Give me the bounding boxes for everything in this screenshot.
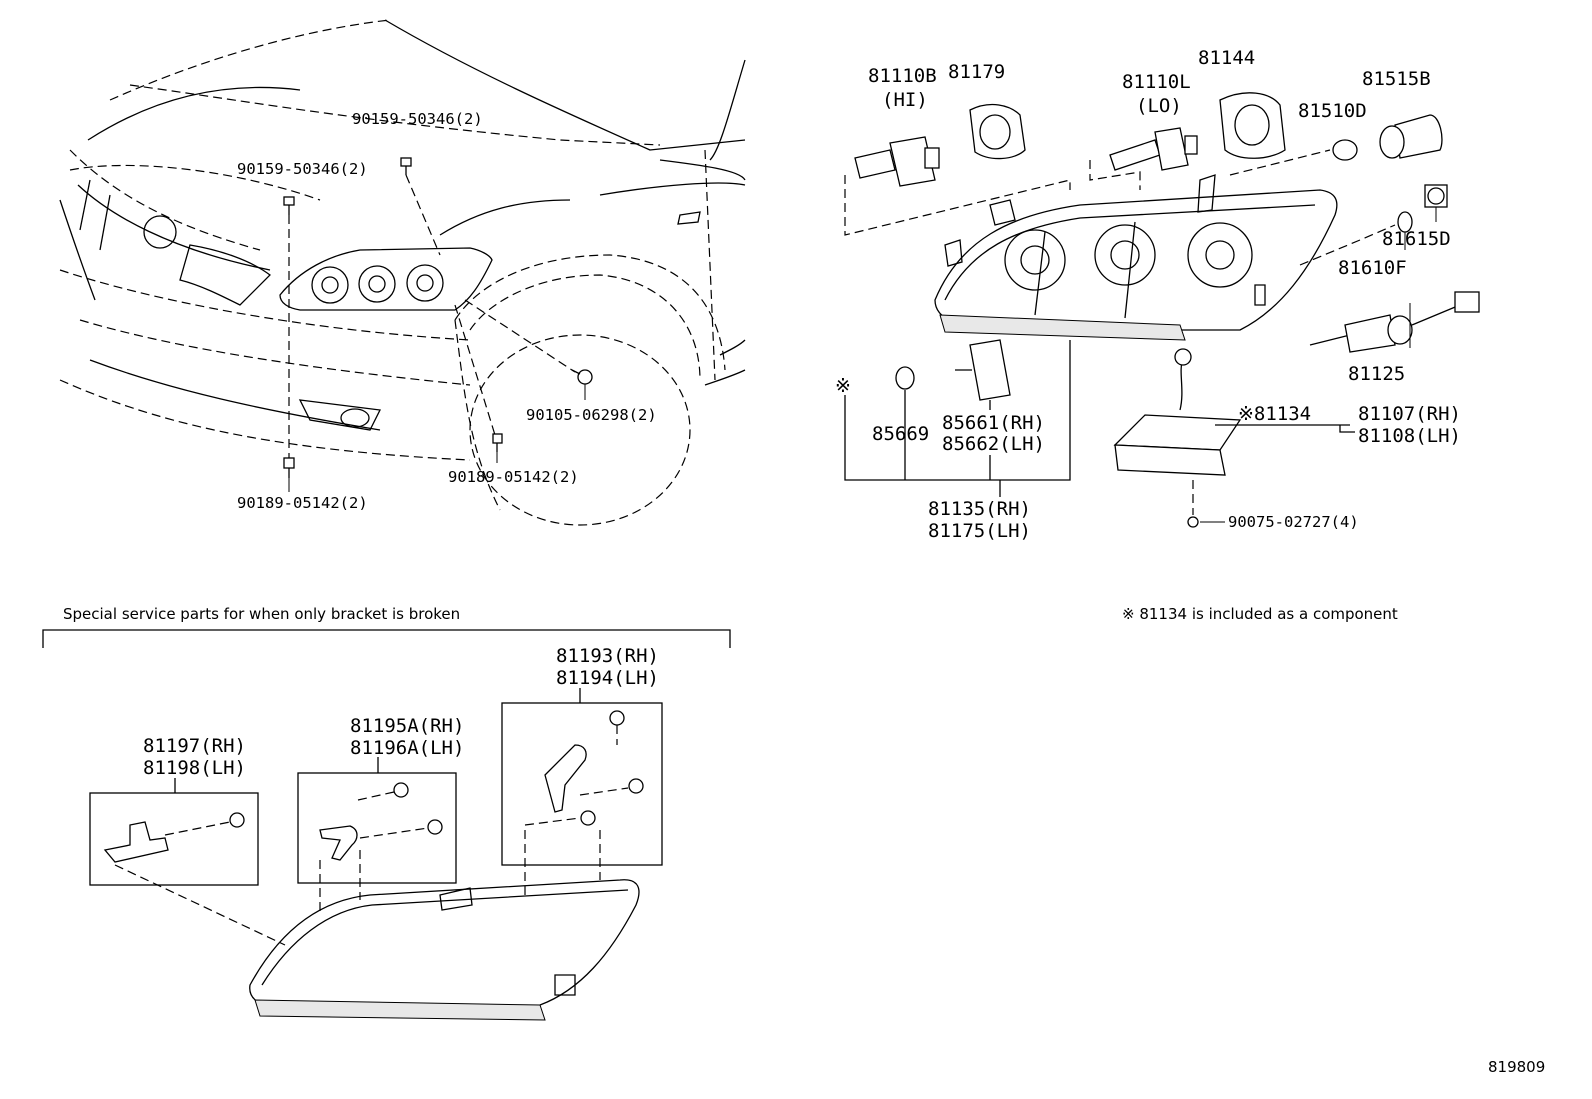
label-ballast-star: ※81134 bbox=[1238, 403, 1311, 425]
label-cap-lo: 81144 bbox=[1198, 47, 1255, 69]
label-leveling-motor-rh: 85661(RH) bbox=[942, 412, 1045, 434]
label-bracket1-rh: 81197(RH) bbox=[143, 735, 246, 757]
ballast-icon bbox=[1113, 348, 1242, 528]
cap-lo-icon bbox=[1219, 92, 1286, 159]
label-socket-wire: 81125 bbox=[1348, 363, 1405, 385]
label-bulb-side: 81610F bbox=[1338, 257, 1407, 279]
label-star-mark: ※ bbox=[835, 375, 851, 397]
label-ballast-screw: 90075-02727(4) bbox=[1228, 513, 1359, 531]
label-unit-lh: 81175(LH) bbox=[928, 520, 1031, 542]
bracket1-box bbox=[89, 792, 259, 886]
leveling-motor-icon bbox=[955, 339, 1011, 401]
label-hood-bolt-a: 90159-50346(2) bbox=[352, 110, 483, 128]
label-bulb-small: 81510D bbox=[1298, 100, 1367, 122]
car-front-illustration bbox=[59, 19, 746, 526]
lower-clip-left-icon bbox=[283, 457, 295, 478]
lower-headlamp-icon bbox=[249, 879, 640, 1021]
component-note: ※ 81134 is included as a component bbox=[1122, 605, 1398, 623]
label-bulb-hi: 81110B bbox=[868, 65, 937, 87]
bracket1-part-icon bbox=[103, 812, 245, 863]
label-bulb-hi-sub: (HI) bbox=[882, 89, 928, 111]
label-bulb-lo: 81110L bbox=[1122, 71, 1191, 93]
bracket3-box bbox=[501, 702, 663, 866]
diagram-id: 819809 bbox=[1488, 1058, 1545, 1076]
label-bracket2-lh: 81196A(LH) bbox=[350, 737, 464, 759]
lower-clip-mid-icon bbox=[492, 433, 503, 452]
label-bracket3-lh: 81194(LH) bbox=[556, 667, 659, 689]
socket-side-icon bbox=[1424, 184, 1448, 208]
bracket2-box bbox=[297, 772, 457, 884]
special-service-note: Special service parts for when only brac… bbox=[63, 605, 460, 623]
label-ballast-lh: 81108(LH) bbox=[1358, 425, 1461, 447]
label-bulb-front: 81515B bbox=[1362, 68, 1431, 90]
bracket2-part-icon bbox=[319, 782, 443, 861]
label-bracket3-rh: 81193(RH) bbox=[556, 645, 659, 667]
label-bulb-lo-sub: (LO) bbox=[1136, 95, 1182, 117]
label-cap-hi: 81179 bbox=[948, 61, 1005, 83]
bulb-small-icon bbox=[1332, 139, 1358, 161]
bulb-front-icon bbox=[1379, 114, 1443, 159]
bulb-lo-icon bbox=[1109, 127, 1198, 171]
fender-bolt-icon bbox=[571, 369, 593, 385]
oring-icon bbox=[895, 366, 915, 390]
label-socket-side: 81615D bbox=[1382, 228, 1451, 250]
hood-bolt-b-icon bbox=[283, 196, 295, 215]
socket-wire-icon bbox=[1309, 291, 1480, 353]
label-lower-clip-left: 90189-05142(2) bbox=[237, 494, 368, 512]
label-hood-bolt-b: 90159-50346(2) bbox=[237, 160, 368, 178]
label-leveling-motor-lh: 85662(LH) bbox=[942, 433, 1045, 455]
bracket3-part-icon bbox=[524, 710, 644, 826]
hood-bolt-a-icon bbox=[400, 157, 412, 175]
label-fender-bolt: 90105-06298(2) bbox=[526, 406, 657, 424]
label-oring: 85669 bbox=[872, 423, 929, 445]
label-unit-rh: 81135(RH) bbox=[928, 498, 1031, 520]
bulb-hi-icon bbox=[854, 136, 940, 187]
label-bracket1-lh: 81198(LH) bbox=[143, 757, 246, 779]
cap-hi-icon bbox=[969, 103, 1026, 160]
label-bracket2-rh: 81195A(RH) bbox=[350, 715, 464, 737]
label-ballast-rh: 81107(RH) bbox=[1358, 403, 1461, 425]
headlamp-assembly bbox=[934, 174, 1338, 341]
label-lower-clip-mid: 90189-05142(2) bbox=[448, 468, 579, 486]
